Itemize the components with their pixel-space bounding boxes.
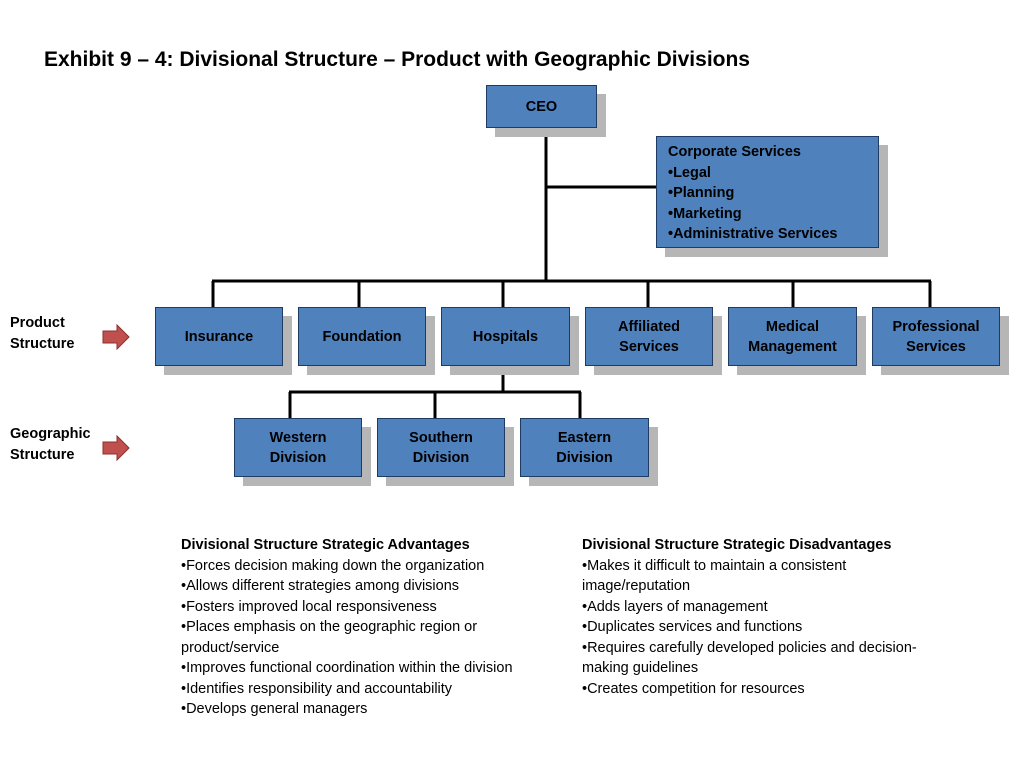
advantage-item: •Allows different strategies among divis…	[181, 578, 460, 594]
disadvantage-item: •Makes it difficult to maintain a consis…	[582, 557, 847, 595]
geographic-unit-label: Western Division	[269, 429, 327, 466]
disadvantages-heading: Divisional Structure Strategic Disadvant…	[582, 537, 892, 553]
product-unit-affiliated-services: Affiliated Services	[585, 307, 713, 366]
geographic-unit-label: Southern Division	[409, 429, 473, 466]
advantages-list: Divisional Structure Strategic Advantage…	[181, 535, 571, 720]
corporate-services-heading: Corporate Services	[668, 144, 801, 160]
product-unit-foundation: Foundation	[298, 307, 426, 366]
advantage-item: •Places emphasis on the geographic regio…	[181, 619, 478, 656]
geographic-structure-arrow-icon	[102, 435, 130, 461]
advantage-item: •Fosters improved local responsiveness	[181, 598, 437, 615]
product-unit-label: Insurance	[184, 328, 254, 345]
product-unit-label: Professional Services	[892, 318, 980, 355]
product-unit-label: Foundation	[322, 328, 402, 345]
geographic-unit-eastern: Eastern Division	[520, 418, 649, 477]
product-structure-arrow-icon	[102, 324, 130, 350]
product-unit-label: Medical Management	[748, 318, 837, 355]
advantage-item: •Identifies responsibility and accountab…	[181, 680, 453, 697]
corporate-services-item: •Administrative Services	[668, 226, 838, 242]
corporate-services-item: •Marketing	[668, 205, 742, 222]
product-unit-insurance: Insurance	[155, 307, 283, 366]
geographic-unit-southern: Southern Division	[377, 418, 505, 477]
advantage-item: •Improves functional coordination within…	[181, 660, 513, 676]
ceo-box: CEO	[486, 85, 597, 128]
geographic-structure-label: Geographic Structure	[10, 426, 91, 463]
corporate-services-item: •Planning	[668, 185, 735, 201]
disadvantage-item: •Adds layers of management	[582, 598, 768, 615]
disadvantage-item: •Creates competition for resources	[582, 680, 805, 697]
disadvantage-item: •Duplicates services and functions	[582, 619, 803, 635]
product-unit-label: Affiliated Services	[617, 318, 681, 355]
corporate-services-item: •Legal	[668, 164, 711, 181]
disadvantages-list: Divisional Structure Strategic Disadvant…	[582, 535, 962, 699]
advantages-heading: Divisional Structure Strategic Advantage…	[181, 537, 470, 553]
corporate-services-box: Corporate Services •Legal •Planning •Mar…	[656, 136, 879, 248]
product-unit-medical-management: Medical Management	[728, 307, 857, 366]
disadvantage-item: •Requires carefully developed policies a…	[582, 639, 917, 677]
advantage-item: •Develops general managers	[181, 701, 368, 717]
product-unit-hospitals: Hospitals	[441, 307, 570, 366]
product-unit-label: Hospitals	[472, 328, 539, 345]
advantage-item: •Forces decision making down the organiz…	[181, 557, 485, 574]
product-structure-label: Product Structure	[10, 315, 75, 352]
geographic-unit-label: Eastern Division	[556, 429, 613, 466]
product-unit-professional-services: Professional Services	[872, 307, 1000, 366]
ceo-label: CEO	[525, 98, 558, 115]
geographic-unit-western: Western Division	[234, 418, 362, 477]
page-title: Exhibit 9 – 4: Divisional Structure – Pr…	[44, 48, 750, 71]
